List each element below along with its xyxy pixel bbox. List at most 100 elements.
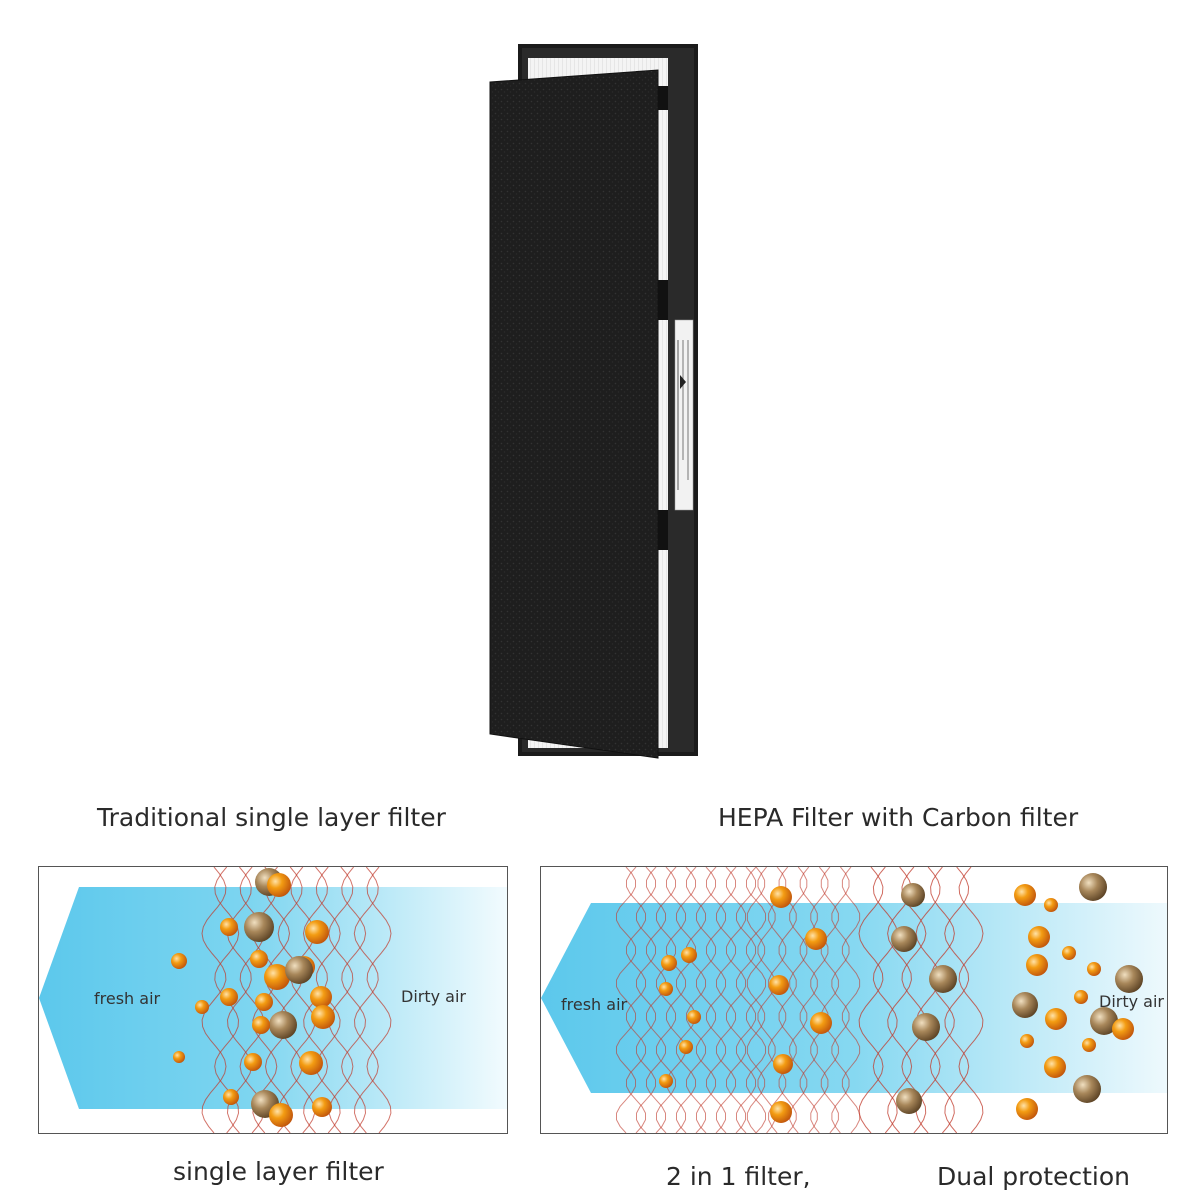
filter-fiber [944, 867, 970, 1133]
filter-fiber [958, 867, 984, 1133]
filter-fiber [706, 867, 726, 1133]
pollutant-particle [220, 918, 238, 936]
filter-fiber [778, 867, 797, 1133]
pollutant-particle [659, 982, 673, 996]
pollutant-particle [770, 886, 792, 908]
pollutant-particle [661, 955, 677, 971]
dust-particle [1073, 1075, 1101, 1103]
filter-fiber [328, 867, 354, 1133]
pollutant-particle [773, 1054, 793, 1074]
dirty-air-label: Dirty air [401, 987, 466, 1006]
pollutant-particle [305, 920, 329, 944]
pollutant-particle [310, 986, 332, 1008]
filter-fiber [726, 867, 746, 1133]
pollutant-particle [1026, 954, 1048, 976]
filter-fiber [366, 867, 392, 1133]
caption-traditional-filter: Traditional single layer filter [97, 803, 446, 832]
filter-fiber [226, 867, 252, 1133]
filter-fiber [341, 867, 367, 1133]
filter-fiber [686, 867, 706, 1133]
filter-fiber [929, 867, 955, 1133]
filter-fiber [290, 867, 316, 1133]
pollutant-particle [1044, 898, 1058, 912]
pollutant-particle [1062, 946, 1076, 960]
filter-fiber [915, 867, 941, 1133]
dust-particle [1115, 965, 1143, 993]
pollutant-particle [250, 950, 268, 968]
dust-particle [891, 926, 917, 952]
dust-particle [1090, 1007, 1118, 1035]
pollutant-particle [1028, 926, 1050, 948]
filter-fiber [736, 867, 756, 1133]
filter-fiber [887, 867, 913, 1133]
filter-fiber [831, 867, 850, 1133]
filter-fiber [277, 867, 303, 1133]
filter-fiber [353, 867, 379, 1133]
pollutant-particle [1074, 990, 1088, 1004]
pollutant-particle [1045, 1008, 1067, 1030]
dust-particle [896, 1088, 922, 1114]
pollutant-particle [679, 1040, 693, 1054]
dual-filter-diagram: fresh air Dirty air [540, 866, 1168, 1134]
pollutant-particle [770, 1101, 792, 1123]
pollutant-particle [311, 1005, 335, 1029]
pollutant-particle [195, 1000, 209, 1014]
pollutant-particle [1016, 1098, 1038, 1120]
pollutant-particle [269, 1103, 293, 1127]
pollutant-particle [1082, 1038, 1096, 1052]
pollutant-particle [1020, 1034, 1034, 1048]
pollutant-particle [1112, 1018, 1134, 1040]
filter-fiber [201, 867, 227, 1133]
pollutant-particle [312, 1097, 332, 1117]
dust-particle [901, 883, 925, 907]
caption-single-layer: single layer filter [173, 1157, 384, 1186]
filter-fiber [264, 867, 291, 1133]
pollutant-particle [1014, 884, 1036, 906]
filter-fiber [901, 867, 927, 1133]
dust-particle [912, 1013, 940, 1041]
filter-fiber [841, 867, 861, 1133]
dust-particle [929, 965, 957, 993]
filter-fiber [789, 867, 808, 1133]
dirty-air-label: Dirty air [1099, 992, 1164, 1011]
filter-fiber [858, 867, 884, 1133]
caption-hepa-carbon-filter: HEPA Filter with Carbon filter [718, 803, 1079, 832]
pollutant-particle [171, 953, 187, 969]
single-layer-filter-diagram: fresh air Dirty air [38, 866, 508, 1134]
fresh-air-label: fresh air [561, 995, 628, 1014]
filter-fiber [696, 867, 716, 1133]
filter-fiber [716, 867, 736, 1133]
pollutant-particle [659, 1074, 673, 1088]
pollutant-particle [299, 1051, 323, 1075]
dust-particle [244, 912, 274, 942]
caption-dual-protection: Dual protection [937, 1162, 1131, 1191]
filter-fiber [768, 867, 787, 1133]
filter-fiber [746, 867, 766, 1133]
filter-fiber [626, 867, 646, 1133]
pollutant-particle [769, 975, 789, 995]
filter-fiber [820, 867, 839, 1133]
pollutant-particle [805, 928, 827, 950]
pollutant-particle [244, 1053, 262, 1071]
filter-product-image [470, 40, 730, 770]
pollutant-particle [255, 993, 273, 1011]
filter-fiber [676, 867, 696, 1133]
dust-particle [269, 1011, 297, 1039]
pollutant-particle [223, 1089, 239, 1105]
filter-fiber [656, 867, 676, 1133]
filter-fiber [646, 867, 666, 1133]
filter-fiber [239, 867, 265, 1133]
filter-fiber [616, 867, 636, 1133]
pollutant-particle [267, 873, 291, 897]
filter-fiber [757, 867, 776, 1133]
pollutant-particle [173, 1051, 185, 1063]
caption-two-in-one: 2 in 1 filter, [666, 1162, 811, 1191]
filter-fiber [810, 867, 829, 1133]
filter-fiber [666, 867, 686, 1133]
pollutant-particle [220, 988, 238, 1006]
pollutant-particle [1044, 1056, 1066, 1078]
filter-fiber [872, 867, 898, 1133]
fresh-air-label: fresh air [94, 989, 161, 1008]
pollutant-particle [681, 947, 697, 963]
dust-particle [1012, 992, 1038, 1018]
